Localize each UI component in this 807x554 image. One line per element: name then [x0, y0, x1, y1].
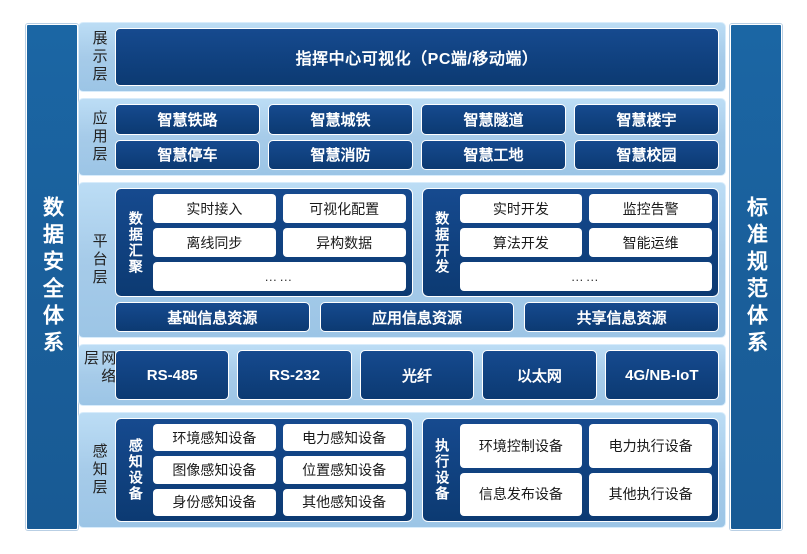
tile-smart-parking[interactable]: 智慧停车 [115, 139, 260, 170]
side-bar-data-security: 数据安全体系 [26, 24, 78, 530]
layer-stack: 展示层 指挥中心可视化（PC端/移动端） 应用层 智慧铁路 智慧城铁 智慧隧道 … [78, 22, 726, 532]
group-sensing-devices-label: 感知设备 [127, 438, 144, 502]
development-row-1: 实时开发 监控告警 [459, 194, 712, 223]
tile-rs232[interactable]: RS-232 [237, 350, 352, 400]
group-sensing-devices-grid: 环境感知设备 电力感知设备 图像感知设备 位置感知设备 身份感知设备 其他感知设… [148, 424, 406, 516]
box-power-sensing-device[interactable]: 电力感知设备 [282, 424, 406, 452]
box-realtime-development[interactable]: 实时开发 [459, 194, 583, 223]
box-information-release-device[interactable]: 信息发布设备 [459, 472, 583, 516]
box-aggregation-more[interactable]: …… [153, 262, 406, 291]
layer-application-label: 应用层 [90, 110, 108, 164]
group-actuator-devices-grid: 环境控制设备 电力执行设备 信息发布设备 其他执行设备 [455, 424, 712, 516]
layer-perception-body: 感知设备 环境感知设备 电力感知设备 图像感知设备 位置感知设备 [115, 418, 719, 522]
platform-groups: 数据汇聚 实时接入 可视化配置 离线同步 异构数据 [115, 188, 719, 297]
tile-smart-building[interactable]: 智慧楼宇 [574, 104, 719, 135]
platform-resource-bar: 基础信息资源 应用信息资源 共享信息资源 [115, 302, 720, 332]
group-sensing-devices: 感知设备 环境感知设备 电力感知设备 图像感知设备 位置感知设备 [115, 418, 413, 522]
tile-application-information-resource[interactable]: 应用信息资源 [319, 302, 515, 332]
box-development-more[interactable]: …… [459, 262, 712, 291]
network-row: RS-485 RS-232 光纤 以太网 4G/NB-IoT [115, 350, 720, 400]
application-row-1: 智慧铁路 智慧城铁 智慧隧道 智慧楼宇 [115, 104, 719, 135]
layer-network-body: RS-485 RS-232 光纤 以太网 4G/NB-IoT [115, 350, 720, 400]
tile-smart-construction-site[interactable]: 智慧工地 [421, 139, 566, 170]
actuator-row-2: 信息发布设备 其他执行设备 [459, 472, 712, 516]
tile-ethernet[interactable]: 以太网 [482, 350, 597, 400]
aggregation-row-3: …… [153, 262, 406, 291]
box-heterogeneous-data[interactable]: 异构数据 [282, 228, 406, 257]
tile-smart-tunnel[interactable]: 智慧隧道 [421, 104, 566, 135]
box-monitoring-alarm[interactable]: 监控告警 [589, 194, 712, 223]
group-data-development-label: 数据开发 [434, 210, 451, 275]
sensing-row-2: 图像感知设备 位置感知设备 [153, 456, 406, 484]
tile-optical-fiber[interactable]: 光纤 [359, 350, 475, 400]
tile-smart-urban-rail[interactable]: 智慧城铁 [268, 104, 413, 135]
box-environment-control-device[interactable]: 环境控制设备 [459, 424, 583, 468]
box-power-actuator-device[interactable]: 电力执行设备 [589, 424, 712, 468]
side-bar-right-label: 标准规范体系 [744, 196, 768, 358]
sensing-row-3: 身份感知设备 其他感知设备 [153, 488, 406, 516]
development-row-2: 算法开发 智能运维 [459, 228, 712, 257]
sensing-row-1: 环境感知设备 电力感知设备 [153, 424, 406, 452]
layer-platform-body: 数据汇聚 实时接入 可视化配置 离线同步 异构数据 [115, 188, 720, 332]
side-bar-standards: 标准规范体系 [730, 24, 782, 530]
layer-platform: 平台层 数据汇聚 实时接入 可视化配置 [78, 182, 726, 338]
box-realtime-ingestion[interactable]: 实时接入 [153, 194, 276, 223]
side-bar-left-label: 数据安全体系 [40, 196, 64, 358]
box-visual-configuration[interactable]: 可视化配置 [282, 194, 406, 223]
layer-network: 网络层 RS-485 RS-232 光纤 以太网 4G/NB-IoT [78, 344, 726, 406]
box-offline-sync[interactable]: 离线同步 [153, 228, 276, 257]
layer-network-label: 网络层 [82, 350, 117, 386]
group-actuator-devices-label: 执行设备 [434, 438, 451, 502]
perception-groups: 感知设备 环境感知设备 电力感知设备 图像感知设备 位置感知设备 [115, 418, 719, 522]
layer-platform-label: 平台层 [90, 233, 108, 287]
group-data-development-grid: 实时开发 监控告警 算法开发 智能运维 …… [455, 194, 712, 291]
box-image-sensing-device[interactable]: 图像感知设备 [153, 456, 276, 484]
aggregation-row-2: 离线同步 异构数据 [153, 228, 406, 257]
layer-presentation-body: 指挥中心可视化（PC端/移动端） [115, 28, 719, 86]
box-intelligent-operations[interactable]: 智能运维 [589, 228, 712, 257]
box-location-sensing-device[interactable]: 位置感知设备 [282, 456, 406, 484]
tile-shared-information-resource[interactable]: 共享信息资源 [524, 302, 720, 332]
group-data-aggregation: 数据汇聚 实时接入 可视化配置 离线同步 异构数据 [115, 188, 413, 297]
box-identity-sensing-device[interactable]: 身份感知设备 [153, 488, 276, 516]
layer-application: 应用层 智慧铁路 智慧城铁 智慧隧道 智慧楼宇 智慧停车 智慧消防 智慧工地 智… [78, 98, 726, 176]
box-other-actuator-device[interactable]: 其他执行设备 [589, 472, 712, 516]
group-data-aggregation-grid: 实时接入 可视化配置 离线同步 异构数据 …… [148, 194, 406, 291]
layer-perception-label: 感知层 [90, 443, 108, 497]
aggregation-row-1: 实时接入 可视化配置 [153, 194, 406, 223]
tile-basic-information-resource[interactable]: 基础信息资源 [115, 302, 310, 332]
layer-presentation: 展示层 指挥中心可视化（PC端/移动端） [78, 22, 726, 92]
layer-presentation-label: 展示层 [90, 30, 108, 84]
tile-smart-firefighting[interactable]: 智慧消防 [268, 139, 413, 170]
development-row-3: …… [459, 262, 712, 291]
application-row-2: 智慧停车 智慧消防 智慧工地 智慧校园 [115, 139, 719, 170]
box-algorithm-development[interactable]: 算法开发 [459, 228, 583, 257]
group-actuator-devices: 执行设备 环境控制设备 电力执行设备 信息发布设备 其他执行设备 [421, 418, 719, 522]
tile-smart-campus[interactable]: 智慧校园 [574, 139, 719, 170]
layer-perception: 感知层 感知设备 环境感知设备 电力感知设备 [78, 412, 726, 528]
tile-4g-nbiot[interactable]: 4G/NB-IoT [604, 350, 720, 400]
tile-smart-railway[interactable]: 智慧铁路 [115, 104, 260, 135]
group-data-aggregation-label: 数据汇聚 [127, 210, 144, 275]
layer-application-body: 智慧铁路 智慧城铁 智慧隧道 智慧楼宇 智慧停车 智慧消防 智慧工地 智慧校园 [115, 104, 719, 170]
tile-rs485[interactable]: RS-485 [115, 350, 230, 400]
box-other-sensing-device[interactable]: 其他感知设备 [282, 488, 406, 516]
tile-command-center-visualization[interactable]: 指挥中心可视化（PC端/移动端） [115, 28, 719, 86]
actuator-row-1: 环境控制设备 电力执行设备 [459, 424, 712, 468]
box-environment-sensing-device[interactable]: 环境感知设备 [153, 424, 276, 452]
group-data-development: 数据开发 实时开发 监控告警 算法开发 智能运维 [421, 188, 719, 297]
